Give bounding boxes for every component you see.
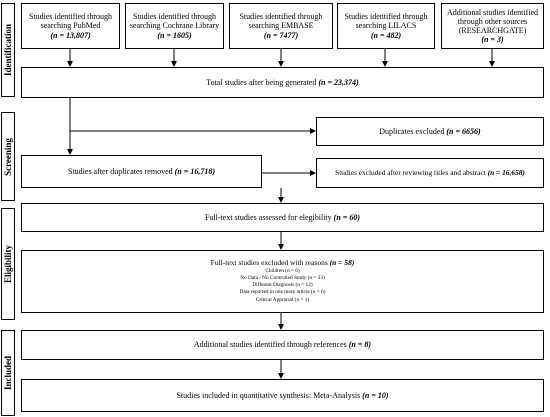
included-meta-box: Studies included in quantitative synthes… xyxy=(21,379,544,412)
phase-eligibility-label: Eligibility xyxy=(3,244,13,284)
phase-screening-label: Screening xyxy=(3,137,13,176)
source-count: (n = 7477) xyxy=(263,30,299,40)
total-label: Total studies after being generated xyxy=(206,77,317,87)
fulltext-assessed-box: Full-text studies assessed for elegibili… xyxy=(21,203,544,232)
source-line2: searching PubMed xyxy=(40,21,101,31)
after-duplicates-box: Studies after duplicates removed (n = 16… xyxy=(21,155,262,188)
reason-item: Different Diagnosis (n = 12) xyxy=(252,282,313,289)
additional-refs-count: (n = 8) xyxy=(348,340,372,350)
phase-screening: Screening xyxy=(1,112,15,201)
total-count: (n = 23,374) xyxy=(318,77,359,87)
total-studies-box: Total studies after being generated (n =… xyxy=(21,67,544,98)
reason-item: Critical Appraisal (n = 1) xyxy=(255,296,310,303)
fulltext-excluded-label: Full-text studies excluded with reasons xyxy=(210,258,328,268)
fulltext-assessed-count: (n = 60) xyxy=(333,212,360,222)
source-count: (n = 13,807) xyxy=(50,30,91,40)
titles-excluded-label: Studies excluded after reviewing titles … xyxy=(335,167,486,177)
included-meta-count: (n = 10) xyxy=(362,390,389,400)
reason-item: Data reported in one more article (n = 6… xyxy=(239,289,326,296)
source-line1: Additional studies identified xyxy=(446,7,539,17)
source-line2: searching Cochrane Library xyxy=(129,21,220,31)
additional-refs-label: Additional studies identified through re… xyxy=(193,340,347,350)
phase-identification-label: Identification xyxy=(3,23,13,77)
fulltext-excluded-box: Full-text studies excluded with reasons … xyxy=(21,250,544,313)
source-line1: Studies identified through xyxy=(132,12,217,22)
fulltext-excluded-count: (n = 58) xyxy=(329,258,355,268)
source-line1: Studies identified through xyxy=(239,12,323,22)
source-count: (n = 1605) xyxy=(157,30,192,40)
source-box-other: Additional studies identified through ot… xyxy=(441,3,544,49)
after-duplicates-label: Studies after duplicates removed xyxy=(68,166,173,176)
additional-refs-box: Additional studies identified through re… xyxy=(21,330,544,360)
reason-item: No Data / No Controlled Study (n = 33) xyxy=(240,275,325,282)
titles-excluded-count: (n = 16,658) xyxy=(487,167,525,177)
source-line1: Studies identified through xyxy=(344,12,428,22)
source-line2: searching LILACS xyxy=(355,21,417,31)
source-line2: through other sources xyxy=(457,16,528,26)
source-line1: Studies identified through xyxy=(28,12,113,22)
source-line2: searching EMBASE xyxy=(248,21,314,31)
reason-item: Children (n = 6) xyxy=(265,267,300,274)
source-box-pubmed: Studies identified through searching Pub… xyxy=(21,3,120,49)
source-box-cochrane: Studies identified through searching Coc… xyxy=(125,3,224,49)
duplicates-label: Duplicates excluded xyxy=(379,126,445,136)
phase-included: Included xyxy=(1,330,15,416)
phase-included-label: Included xyxy=(3,355,13,391)
source-box-lilacs: Studies identified through searching LIL… xyxy=(337,3,435,49)
source-line3: (RESEARCHGATE) xyxy=(458,26,527,35)
phase-identification: Identification xyxy=(1,3,15,97)
fulltext-assessed-label: Full-text studies assessed for elegibili… xyxy=(205,212,332,222)
included-meta-label: Studies included in quantitative synthes… xyxy=(176,390,361,400)
duplicates-count: (n = 6656) xyxy=(446,126,481,136)
titles-excluded-box: Studies excluded after reviewing titles … xyxy=(316,158,544,188)
after-duplicates-count: (n = 16,718) xyxy=(174,166,215,176)
phase-eligibility: Eligibility xyxy=(1,208,15,320)
source-count: (n = 3) xyxy=(481,35,504,45)
source-count: (n = 482) xyxy=(370,30,402,40)
duplicates-excluded-box: Duplicates excluded (n = 6656) xyxy=(316,117,544,146)
source-box-embase: Studies identified through searching EMB… xyxy=(229,3,333,49)
